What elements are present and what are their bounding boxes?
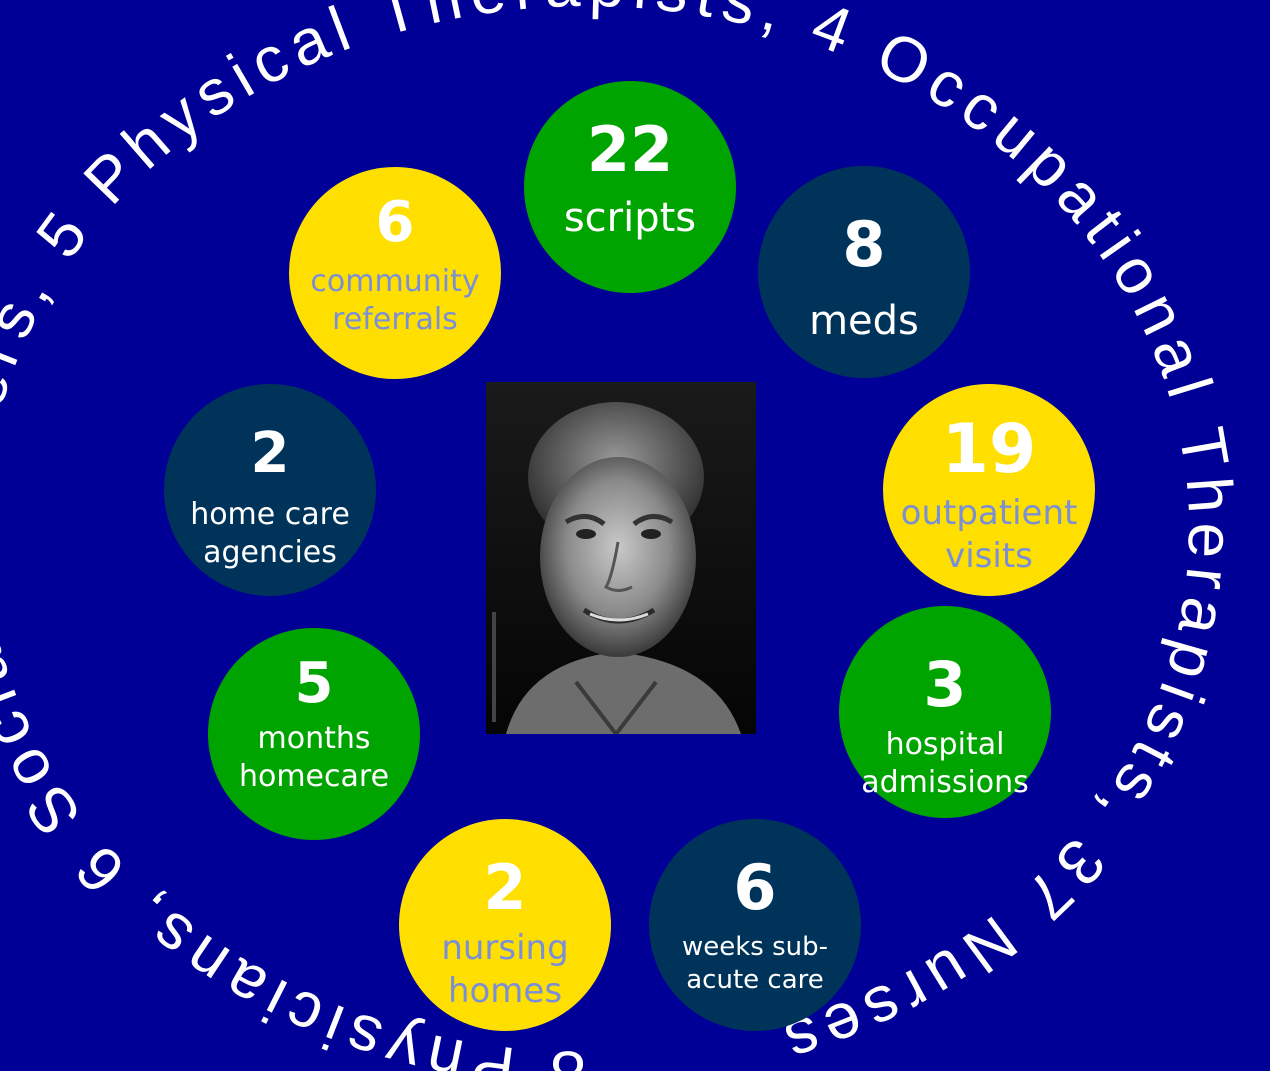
bubble-number: 2 — [483, 851, 527, 924]
bubble-number: 8 — [842, 208, 886, 281]
bubble-weeks-subacute-care: 6 weeks sub-acute care — [649, 819, 861, 1031]
bubble-label: meds — [758, 296, 970, 346]
bubble-label-line: nursing — [441, 928, 569, 968]
bubble-label-line: outpatient — [900, 493, 1078, 533]
bubble-label: scripts — [524, 193, 736, 243]
bubble-label-line: scripts — [563, 195, 697, 241]
bubble-label-line: meds — [809, 298, 919, 344]
bubble-number: 6 — [733, 851, 777, 924]
bubble-label: weeks sub-acute care — [649, 931, 861, 996]
bubble-scripts: 22 scripts — [524, 81, 736, 293]
bubble-label-line: community — [310, 264, 480, 299]
bubble-label-line: admissions — [861, 764, 1029, 800]
elderly-woman-portrait-icon — [486, 382, 756, 734]
bubble-number: 3 — [923, 648, 967, 721]
bubble-number: 2 — [250, 421, 290, 486]
bubble-label-line: homes — [447, 970, 563, 1011]
bubble-number: 22 — [586, 113, 674, 186]
bubble-label-line: months — [257, 721, 371, 756]
bubble-number: 6 — [375, 190, 415, 255]
bubble-label-line: home care — [190, 497, 350, 532]
bubble-label-line: hospital — [885, 727, 1005, 762]
bubble-meds: 8 meds — [758, 166, 970, 378]
bubble-label-line: visits — [945, 535, 1033, 576]
patient-photo — [486, 382, 756, 734]
bubble-label-line: acute care — [686, 964, 824, 995]
bubble-label-line: weeks sub- — [681, 932, 829, 962]
bubble-label-line: referrals — [332, 301, 458, 337]
bubble-label-line: agencies — [203, 534, 337, 570]
bubble-number: 5 — [294, 651, 334, 716]
bubble-number: 19 — [941, 410, 1037, 489]
bubble-label-line: homecare — [238, 758, 390, 794]
